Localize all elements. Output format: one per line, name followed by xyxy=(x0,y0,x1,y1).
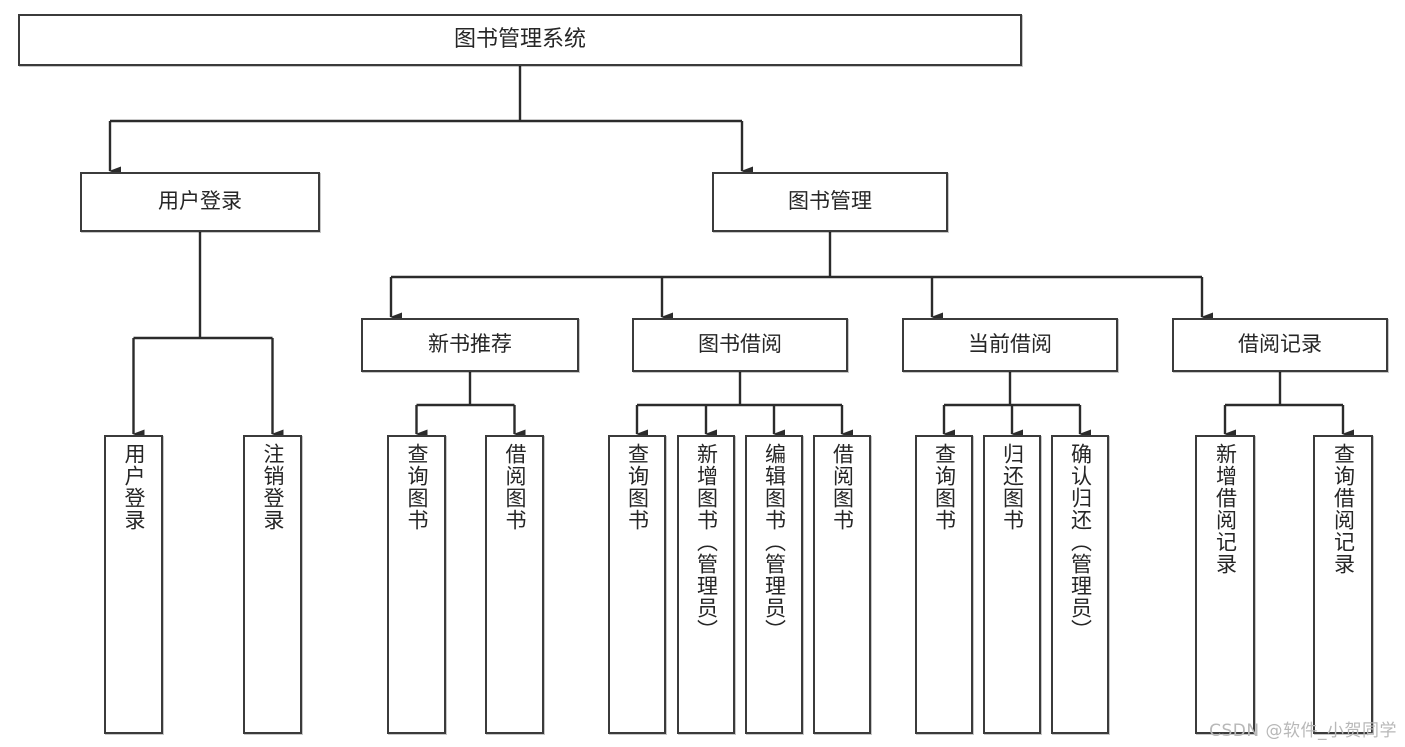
node-book-mgmt: 图书管理 xyxy=(712,172,948,232)
node-label: 查询借阅记录 xyxy=(1331,443,1356,575)
node-label: 借阅图书 xyxy=(503,443,527,531)
node-label: 借阅图书 xyxy=(830,443,855,531)
node-leaf-query-record: 查询借阅记录 xyxy=(1313,435,1373,734)
node-leaf-query-book-1: 查询图书 xyxy=(387,435,446,734)
node-label: 新书推荐 xyxy=(428,332,512,357)
node-borrow-record: 借阅记录 xyxy=(1172,318,1388,372)
node-label: 查询图书 xyxy=(405,443,429,531)
node-label: 图书借阅 xyxy=(698,332,782,357)
node-label: 注销登录 xyxy=(261,443,285,531)
node-leaf-query-book-3: 查询图书 xyxy=(915,435,973,734)
node-current-borrow: 当前借阅 xyxy=(902,318,1118,372)
node-leaf-return-book: 归还图书 xyxy=(983,435,1041,734)
node-leaf-edit-book: 编辑图书（管理员） xyxy=(745,435,803,734)
node-label: 用户登录 xyxy=(122,443,146,531)
node-leaf-add-record: 新增借阅记录 xyxy=(1195,435,1255,734)
node-leaf-query-book-2: 查询图书 xyxy=(608,435,666,734)
node-leaf-confirm-return: 确认归还（管理员） xyxy=(1051,435,1109,734)
node-label: 确认归还（管理员） xyxy=(1068,443,1093,641)
node-label: 新增图书（管理员） xyxy=(694,443,719,641)
node-label: 当前借阅 xyxy=(968,332,1052,357)
node-leaf-borrow-book-2: 借阅图书 xyxy=(813,435,871,734)
node-user-login: 用户登录 xyxy=(80,172,320,232)
csdn-watermark: CSDN @软件_小贺同学 xyxy=(1209,721,1397,741)
node-label: 图书管理 xyxy=(788,189,872,214)
node-label: 编辑图书（管理员） xyxy=(762,443,787,641)
node-leaf-borrow-book-1: 借阅图书 xyxy=(485,435,544,734)
node-new-book-rec: 新书推荐 xyxy=(361,318,579,372)
node-label: 新增借阅记录 xyxy=(1213,443,1238,575)
node-label: 查询图书 xyxy=(625,443,650,531)
node-leaf-user-login: 用户登录 xyxy=(104,435,163,734)
node-label: 借阅记录 xyxy=(1238,332,1322,357)
node-leaf-add-book: 新增图书（管理员） xyxy=(677,435,735,734)
node-label: 图书管理系统 xyxy=(453,26,586,52)
node-label: 查询图书 xyxy=(932,443,957,531)
node-label: 归还图书 xyxy=(1000,443,1025,531)
node-book-borrow: 图书借阅 xyxy=(632,318,848,372)
node-label: 用户登录 xyxy=(158,189,242,214)
node-leaf-user-logout: 注销登录 xyxy=(243,435,302,734)
node-root: 图书管理系统 xyxy=(18,14,1022,66)
